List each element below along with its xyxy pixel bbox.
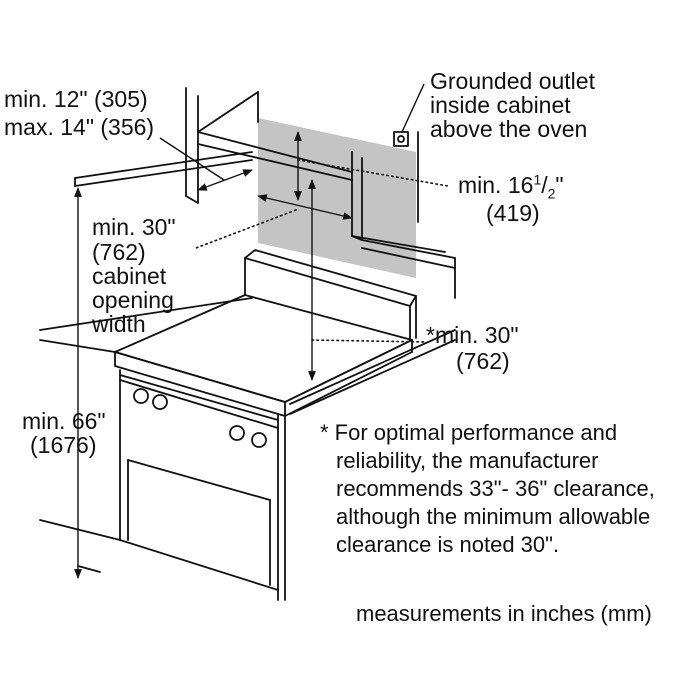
label-outlet-height: min. 161/2" bbox=[458, 171, 564, 202]
footnote-line2: reliability, the manufacturer bbox=[336, 448, 599, 473]
label-opening-line4: opening bbox=[92, 287, 174, 313]
leader-outlet bbox=[401, 83, 425, 133]
label-upper-cabinet-min: min. 12" (305) bbox=[4, 86, 148, 112]
wall-right bbox=[361, 247, 456, 299]
label-cooktop-clearance: *min. 30" bbox=[426, 322, 519, 348]
dim-opening-width bbox=[257, 194, 353, 220]
label-opening-line1: min. 30" bbox=[92, 214, 176, 240]
label-opening-line3: cabinet bbox=[92, 263, 167, 289]
footnote-line3: recommends 33"- 36" clearance, bbox=[336, 476, 655, 501]
footnote-line1: * For optimal performance and bbox=[320, 420, 618, 445]
label-opening-line2: (762) bbox=[92, 239, 146, 265]
label-outlet-line1: Grounded outlet bbox=[430, 68, 595, 94]
footnote-line5: clearance is noted 30". bbox=[336, 532, 560, 557]
cabinet-opening-top bbox=[197, 91, 353, 181]
label-opening-line5: width bbox=[92, 311, 146, 337]
dim-upper-cabinet-depth bbox=[197, 169, 253, 191]
upper-cabinet-left bbox=[185, 87, 199, 204]
range-oven bbox=[39, 249, 456, 601]
label-upper-cabinet-max: max. 14" (356) bbox=[4, 114, 155, 140]
leader-cooktop-clearance bbox=[311, 339, 427, 343]
label-outlet-line2: inside cabinet bbox=[430, 92, 571, 118]
label-cooktop-clearance-mm: (762) bbox=[456, 348, 510, 374]
footnote-line4: although the minimum allowable bbox=[336, 504, 651, 529]
leader-upper-cabinet-depth bbox=[159, 137, 225, 181]
label-floor-to-cabinet-mm: (1676) bbox=[30, 432, 97, 458]
upper-cabinet-right bbox=[351, 131, 456, 259]
units-note: measurements in inches (mm) bbox=[356, 601, 652, 626]
outlet-box bbox=[393, 131, 409, 147]
label-outlet-line3: above the oven bbox=[430, 116, 588, 142]
label-outlet-height-mm: (419) bbox=[486, 200, 540, 226]
label-floor-to-cabinet: min. 66" bbox=[22, 408, 106, 434]
leader-outlet-height bbox=[297, 159, 449, 187]
control-knobs bbox=[133, 388, 267, 448]
